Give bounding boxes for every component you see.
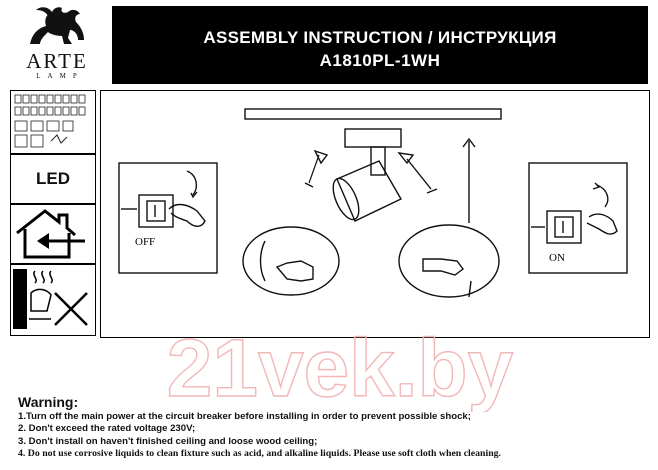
- brand-name: ARTE: [26, 49, 88, 73]
- warning-item: 2. Don't exceed the rated voltage 230V;: [18, 423, 196, 435]
- assembly-diagram: OFF: [100, 90, 650, 338]
- mounting-bar-shape: [244, 108, 502, 120]
- griffin-logo-icon: [30, 7, 84, 45]
- model-number: A1810PL-1WH: [319, 51, 441, 70]
- page-title: ASSEMBLY INSTRUCTION / ИНСТРУКЦИЯ: [203, 28, 557, 47]
- breaker-on-illustration: [528, 162, 628, 274]
- indoor-use-cell: [10, 204, 96, 264]
- assembly-diagram-drawing: OFF: [118, 108, 628, 298]
- off-label: OFF: [135, 236, 155, 248]
- warnings-section: Warning: 1.Turn off the main power at th…: [18, 394, 648, 461]
- brand-logo: ARTE LAMP: [14, 4, 100, 88]
- header-bar: ASSEMBLY INSTRUCTION / ИНСТРУКЦИЯ A1810P…: [112, 6, 648, 84]
- breaker-off-illustration: [118, 162, 218, 274]
- led-cell: LED: [10, 154, 96, 204]
- indoor-use-house-icon: [16, 209, 85, 259]
- detail-circle-left: [242, 226, 340, 296]
- led-label: LED: [36, 169, 70, 188]
- watermark-text: 21vek.by: [167, 323, 514, 412]
- brand-subtitle: LAMP: [36, 72, 84, 80]
- no-heat-cell: [10, 264, 96, 336]
- warnings-title: Warning:: [18, 394, 79, 410]
- warning-item: 3. Don't install on haven't finished cei…: [18, 435, 318, 447]
- left-info-column: LED: [10, 90, 96, 336]
- warning-item: 4. Do not use corrosive liquids to clean…: [18, 448, 501, 460]
- certification-cell: [10, 90, 96, 154]
- warning-item: 1.Turn off the main power at the circuit…: [18, 411, 471, 422]
- spotlight-fixture-illustration: [304, 128, 476, 223]
- watermark: 21vek.by: [166, 322, 514, 412]
- certification-marks-icon: [14, 94, 86, 148]
- on-label: ON: [549, 252, 565, 264]
- no-heat-source-icon: [13, 269, 88, 329]
- detail-circle-right: [398, 224, 500, 298]
